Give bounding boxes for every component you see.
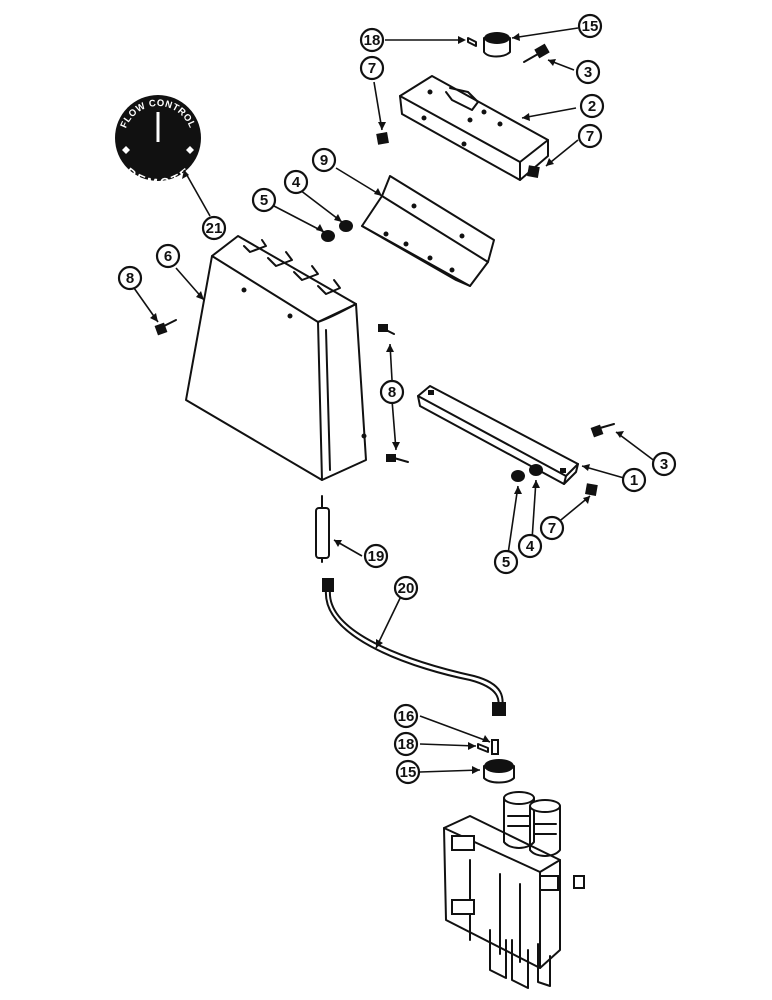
console-cover xyxy=(185,235,367,481)
callout-circle xyxy=(379,379,405,405)
callout-1: 1 xyxy=(621,467,647,493)
callout-number: 5 xyxy=(502,554,510,571)
callout-7-top-right: 7 xyxy=(577,123,603,149)
callout-circle xyxy=(201,215,227,241)
lower-bracket xyxy=(417,385,579,485)
callout-circle xyxy=(651,451,677,477)
callout-number: 8 xyxy=(388,384,396,401)
leader-lines xyxy=(133,27,657,773)
callout-20: 20 xyxy=(393,575,419,601)
callout-5-bottom: 5 xyxy=(493,549,519,575)
callout-circle xyxy=(621,467,647,493)
callout-number: 3 xyxy=(660,456,668,473)
callout-18-top: 18 xyxy=(359,27,385,53)
callout-number: 3 xyxy=(584,64,592,81)
bottom-knob-hardware xyxy=(477,739,515,784)
support-bracket xyxy=(361,175,495,287)
callout-circle xyxy=(117,265,143,291)
callout-circle xyxy=(359,27,385,53)
callout-number: 16 xyxy=(398,708,415,725)
callout-number: 2 xyxy=(588,98,596,115)
callout-circle xyxy=(359,55,385,81)
callout-7-right: 7 xyxy=(539,515,565,541)
callout-number: 7 xyxy=(548,520,556,537)
callout-circle xyxy=(363,543,389,569)
mounting-plate xyxy=(399,75,549,181)
callout-number: 7 xyxy=(586,128,594,145)
callout-21: 21 xyxy=(201,215,227,241)
control-cable xyxy=(315,495,506,716)
callout-number: 20 xyxy=(398,580,415,597)
callout-circle xyxy=(311,147,337,173)
callout-number: 4 xyxy=(292,174,301,191)
callout-19: 19 xyxy=(363,543,389,569)
callout-9: 9 xyxy=(311,147,337,173)
callout-circle xyxy=(517,533,543,559)
callout-15-bottom: 15 xyxy=(395,759,421,785)
callout-number: 18 xyxy=(364,32,381,49)
callout-8-right: 8 xyxy=(379,379,405,405)
callout-16: 16 xyxy=(393,703,419,729)
callout-6: 6 xyxy=(155,243,181,269)
callout-circle xyxy=(283,169,309,195)
callout-2: 2 xyxy=(579,93,605,119)
callout-4-bottom: 4 xyxy=(517,533,543,559)
hardware xyxy=(154,32,615,496)
callout-circle xyxy=(579,93,605,119)
callout-number: 8 xyxy=(126,270,134,287)
callout-number: 4 xyxy=(526,538,535,555)
callout-circle xyxy=(155,243,181,269)
callout-circle xyxy=(577,13,603,39)
arrowheads xyxy=(150,33,624,774)
callout-circle xyxy=(539,515,565,541)
callout-number: 18 xyxy=(398,736,415,753)
callout-circle xyxy=(575,59,601,85)
callout-4-top: 4 xyxy=(283,169,309,195)
callout-number: 1 xyxy=(630,472,638,489)
callout-number: 19 xyxy=(368,548,385,565)
callout-circle xyxy=(577,123,603,149)
callout-circle xyxy=(393,703,419,729)
callout-circle xyxy=(251,187,277,213)
callout-7-top-left: 7 xyxy=(359,55,385,81)
control-valve xyxy=(443,791,585,989)
callout-15-top: 15 xyxy=(577,13,603,39)
callout-number: 9 xyxy=(320,152,328,169)
callout-circle xyxy=(393,731,419,757)
callout-number: 15 xyxy=(582,18,599,35)
callout-8-left: 8 xyxy=(117,265,143,291)
callout-circle xyxy=(395,759,421,785)
callout-number: 15 xyxy=(400,764,417,781)
callout-number: 21 xyxy=(206,220,223,237)
callout-3-top: 3 xyxy=(575,59,601,85)
callout-3-right: 3 xyxy=(651,451,677,477)
callout-5-top: 5 xyxy=(251,187,277,213)
callout-circle xyxy=(393,575,419,601)
callout-number: 6 xyxy=(164,248,172,265)
callout-18-bottom: 18 xyxy=(393,731,419,757)
callout-number: 5 xyxy=(260,192,268,209)
callout-number: 7 xyxy=(368,60,376,77)
callout-circle xyxy=(493,549,519,575)
